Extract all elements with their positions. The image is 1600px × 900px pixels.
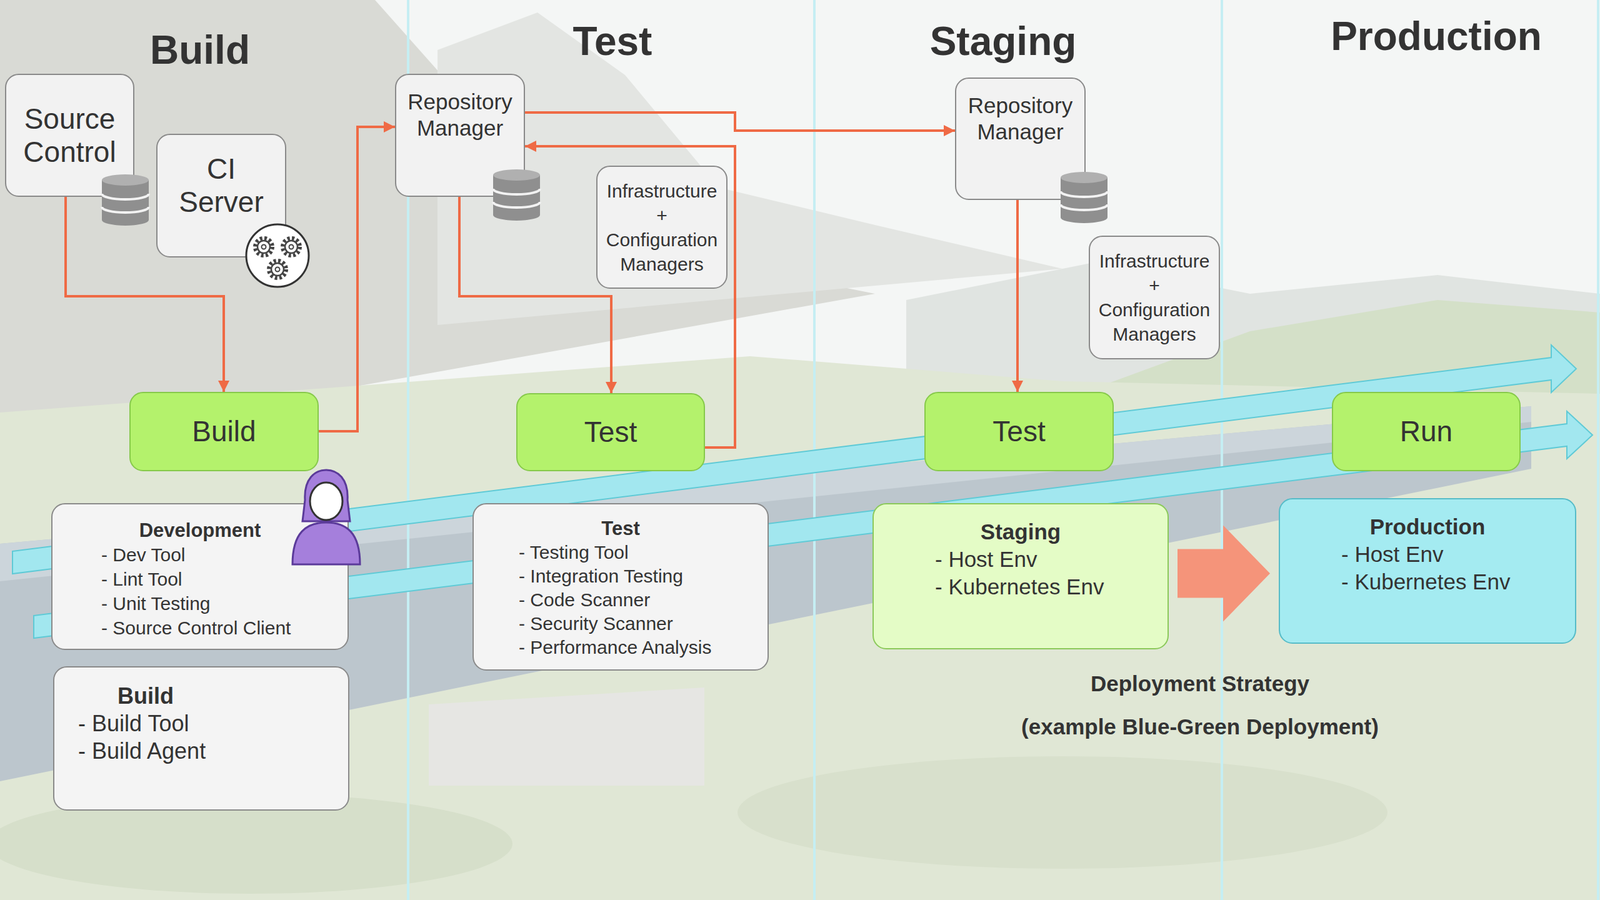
note-text: Deployment Strategy	[1090, 671, 1310, 697]
database-icon	[101, 174, 149, 226]
box-label: Repository Manager	[962, 92, 1079, 145]
concrete-support	[428, 687, 705, 786]
box-label: Test	[584, 415, 637, 450]
tool-box: Repository Manager	[395, 73, 525, 197]
box-label: Build	[191, 414, 256, 449]
box-label: CI Server	[163, 152, 279, 219]
connector-arrow	[1016, 200, 1019, 392]
stage-step-box: Build	[129, 391, 319, 472]
column-header: Build	[150, 26, 250, 74]
meadow-patch	[737, 756, 1388, 869]
connector-arrow	[459, 196, 612, 394]
column-header: Staging	[930, 18, 1077, 65]
gear-icon	[246, 224, 309, 287]
stage-step-box: Test	[516, 393, 705, 472]
tool-box: Infrastructure + Configuration Managers	[1088, 235, 1220, 360]
database-icon	[493, 169, 540, 221]
database-icon	[1060, 171, 1108, 224]
connector-arrow	[525, 112, 955, 131]
box-label: Infrastructure + Configuration Managers	[605, 178, 719, 277]
tool-box: CI Server	[156, 133, 287, 258]
list-item: - Kubernetes Env	[1280, 568, 1575, 596]
box-heading: Production	[1280, 513, 1575, 541]
environment-box: Staging- Host Env- Kubernetes Env	[872, 503, 1169, 650]
environment-box: Production- Host Env- Kubernetes Env	[1278, 498, 1577, 644]
list-item: - Host Env	[1280, 540, 1575, 569]
user-icon	[292, 470, 360, 565]
list-item: - Performance Analysis	[473, 635, 768, 660]
tool-box: Infrastructure + Configuration Managers	[596, 165, 728, 289]
list-item: - Kubernetes Env	[873, 573, 1168, 601]
box-heading: Build	[54, 682, 349, 710]
tool-box: Source Control	[5, 73, 135, 197]
box-heading: Test	[473, 516, 768, 541]
box-label: Infrastructure + Configuration Managers	[1097, 248, 1212, 347]
list-item: - Security Scanner	[473, 611, 768, 636]
box-label: Repository Manager	[402, 88, 518, 142]
box-heading: Staging	[873, 518, 1168, 546]
list-item: - Testing Tool	[473, 540, 768, 565]
box-heading: Development	[52, 518, 348, 543]
list-item: - Source Control Client	[52, 615, 348, 640]
column-header: Production	[1330, 13, 1542, 60]
note-text: (example Blue-Green Deployment)	[1021, 714, 1379, 740]
stage-step-box: Test	[924, 391, 1114, 472]
box-label: Source Control	[12, 102, 127, 169]
column-header: Test	[573, 18, 653, 65]
box-label: Test	[992, 414, 1045, 449]
tool-list-box: Development- Dev Tool- Lint Tool- Unit T…	[51, 503, 349, 650]
list-item: - Build Agent	[54, 737, 349, 765]
list-item: - Unit Testing	[52, 591, 348, 616]
column-divider	[1220, 0, 1224, 900]
list-item: - Integration Testing	[473, 564, 768, 589]
stage-step-box: Run	[1331, 391, 1521, 472]
tool-list-box: Build- Build Tool- Build Agent	[53, 666, 350, 811]
list-item: - Dev Tool	[52, 542, 348, 567]
box-label: Run	[1400, 414, 1453, 449]
connector-arrow	[318, 126, 395, 432]
tool-box: Repository Manager	[955, 77, 1086, 200]
list-item: - Host Env	[873, 545, 1168, 574]
tool-list-box: Test- Testing Tool- Integration Testing-…	[472, 503, 769, 671]
list-item: - Build Tool	[54, 710, 349, 738]
list-item: - Lint Tool	[52, 566, 348, 592]
deployment-arrow	[1177, 525, 1270, 622]
list-item: - Code Scanner	[473, 588, 768, 612]
column-divider	[1596, 0, 1600, 900]
